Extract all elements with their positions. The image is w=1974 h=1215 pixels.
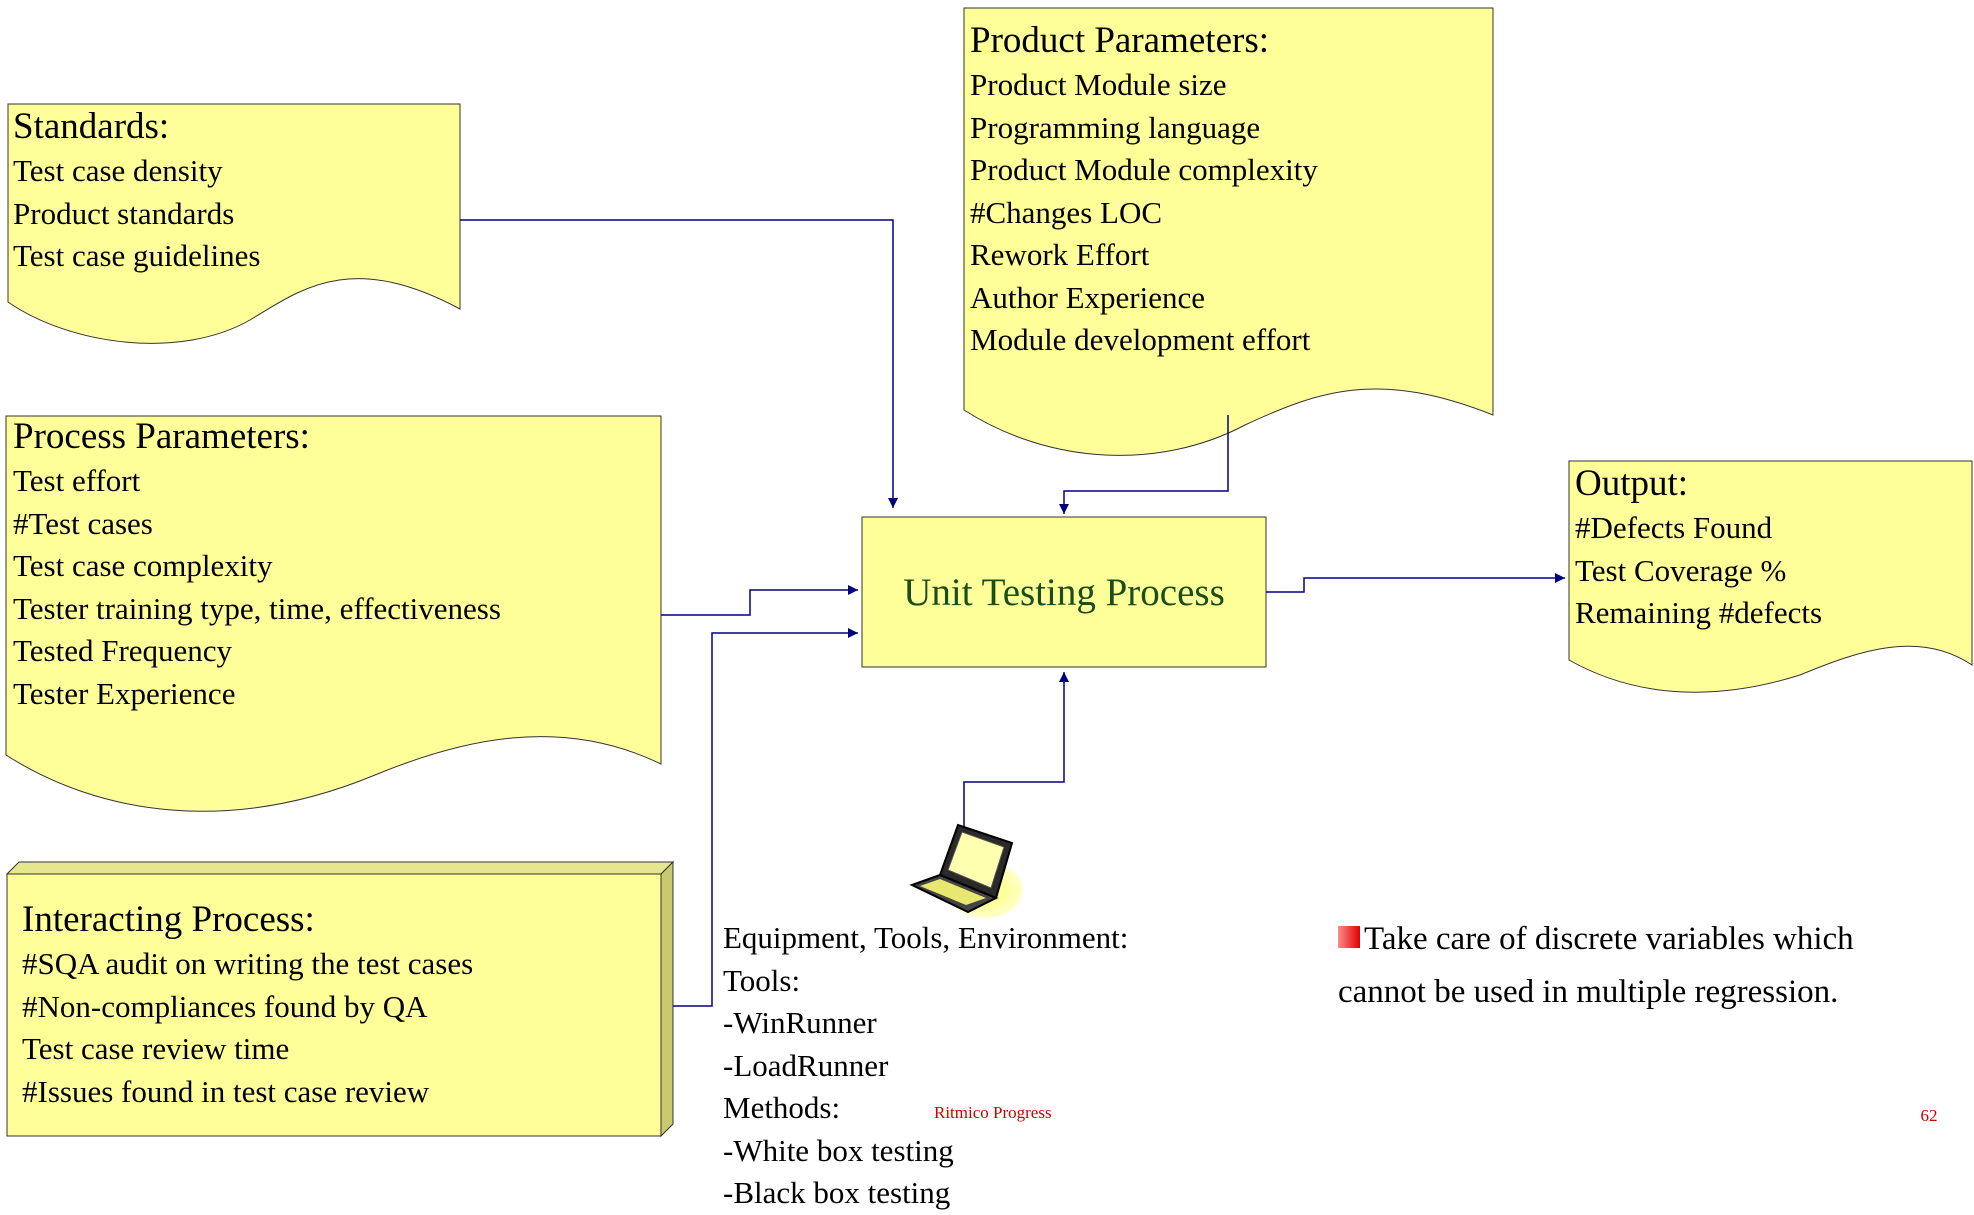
process-parameters-item: Tester Experience: [13, 675, 236, 711]
red-square-bullet-icon: [1338, 926, 1360, 948]
standards-block: Standards: Test case density Product sta…: [13, 104, 260, 278]
connector-interacting-to-process: [673, 628, 858, 1007]
output-item: Remaining #defects: [1575, 595, 1823, 630]
process-parameters-item: Test case complexity: [13, 548, 273, 583]
output-block: Output: #Defects Found Test Coverage % R…: [1575, 461, 1822, 635]
equipment-line: Tools:: [723, 962, 801, 998]
output-item: Test Coverage %: [1575, 552, 1787, 588]
interacting-process-block: Interacting Process: #SQA audit on writi…: [22, 897, 473, 1113]
regression-note: Take care of discrete variables which ca…: [1338, 913, 1938, 1019]
equipment-line: -WinRunner: [723, 1005, 877, 1040]
connector-standards-to-process: [460, 219, 898, 508]
output-document-shape: [1568, 460, 1973, 693]
equipment-line: -White box testing: [723, 1132, 954, 1168]
standards-item: Product standards: [13, 195, 235, 231]
product-parameters-title: Product Parameters:: [970, 20, 1269, 61]
standards-item: Test case density: [13, 153, 223, 188]
interacting-process-item: Test case review time: [22, 1031, 290, 1066]
unit-testing-process-label: Unit Testing Process: [903, 570, 1225, 614]
process-parameters-document-shape: [5, 415, 662, 812]
footer-text: Ritmico Progress: [934, 1103, 1052, 1122]
connector-process-params-to-process: [661, 585, 858, 616]
product-parameters-item: #Changes LOC: [970, 194, 1163, 230]
standards-document-shape: [7, 103, 461, 344]
interacting-process-title: Interacting Process:: [22, 899, 315, 940]
product-parameters-item: Programming language: [970, 109, 1261, 145]
product-parameters-document-shape: [963, 7, 1494, 456]
page-number: 62: [1921, 1106, 1938, 1125]
product-parameters-item: Product Module size: [970, 67, 1227, 102]
connector-equipment-to-process: [963, 672, 1069, 830]
interacting-process-item: #SQA audit on writing the test cases: [22, 946, 474, 981]
unit-testing-process-box: [861, 516, 1267, 668]
standards-title: Standards:: [13, 106, 170, 147]
output-item: #Defects Found: [1575, 510, 1773, 545]
interacting-process-item: #Non-compliances found by QA: [22, 988, 428, 1024]
interacting-process-item: #Issues found in test case review: [22, 1073, 430, 1109]
process-parameters-item: Test effort: [13, 463, 141, 498]
interacting-process-box-side: [660, 860, 674, 1138]
process-parameters-block: Process Parameters: Test effort #Test ca…: [13, 414, 501, 715]
laptop-icon: [909, 823, 1023, 918]
process-parameters-item: Tested Frequency: [13, 633, 233, 668]
product-parameters-block: Product Parameters: Product Module size …: [970, 18, 1318, 362]
connector-process-to-output: [1266, 573, 1565, 593]
product-parameters-item: Author Experience: [970, 279, 1205, 315]
equipment-line: -Black box testing: [723, 1175, 951, 1210]
product-parameters-item: Rework Effort: [970, 237, 1150, 272]
product-parameters-item: Product Module complexity: [970, 152, 1318, 187]
product-parameters-item: Module development effort: [970, 322, 1311, 357]
equipment-line: Methods:: [723, 1090, 841, 1125]
equipment-line: Equipment, Tools, Environment:: [723, 920, 1129, 955]
interacting-process-box-top: [5, 861, 675, 875]
process-parameters-title: Process Parameters:: [13, 416, 310, 457]
equipment-block: Equipment, Tools, Environment: Tools: -W…: [723, 917, 1128, 1215]
connector-product-to-process: [1059, 415, 1229, 514]
interacting-process-box: [6, 873, 662, 1137]
output-title: Output:: [1575, 463, 1689, 504]
process-parameters-item: Tester training type, time, effectivenes…: [13, 590, 501, 626]
standards-item: Test case guidelines: [13, 238, 261, 273]
equipment-line: -LoadRunner: [723, 1047, 889, 1083]
regression-note-text: Take care of discrete variables which ca…: [1338, 921, 1854, 1010]
process-parameters-item: #Test cases: [13, 505, 153, 541]
